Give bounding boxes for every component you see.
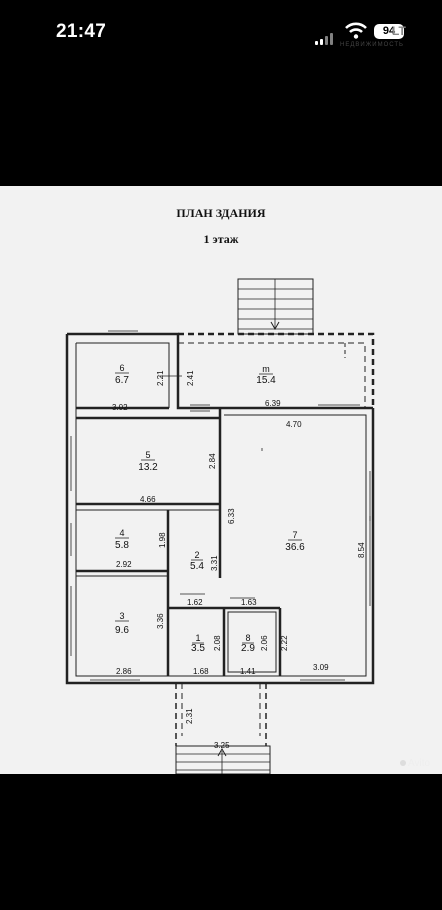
plan-floor-label: 1 этаж (203, 232, 239, 246)
room-area-1: 3.5 (191, 643, 205, 654)
dim-label: 1.62 (187, 598, 203, 607)
room-area-4: 5.8 (115, 540, 129, 551)
dim-label: 2.21 (156, 370, 165, 386)
room-area-5: 13.2 (138, 462, 158, 473)
dim-label: 2.41 (186, 370, 195, 386)
dim-label: 2.06 (260, 635, 269, 651)
wifi-icon (345, 22, 367, 39)
room-area-3: 9.6 (115, 625, 129, 636)
status-bar: 21:47 94 LT НЕДВИЖИМОСТЬ (0, 0, 442, 60)
room-number-1: 1 (195, 633, 200, 643)
dim-label: 3.25 (214, 741, 230, 750)
room-area-6: 6.7 (115, 375, 129, 386)
dim-label: 1.63 (241, 598, 257, 607)
room-number-3: 3 (119, 611, 124, 621)
clock: 21:47 (56, 21, 107, 42)
plan-title: ПЛАН ЗДАНИЯ (176, 206, 266, 220)
dim-label: 4.66 (140, 495, 156, 504)
room-number-6: 6 (119, 363, 124, 373)
dim-label: 2.84 (208, 453, 217, 469)
room-number-7: 7 (292, 530, 297, 540)
avito-logo-icon (400, 760, 406, 766)
dim-label: 2.08 (213, 635, 222, 651)
room-number-5: 5 (145, 450, 150, 460)
room-area-8: 2.9 (241, 643, 255, 654)
dim-label: 2.92 (116, 560, 132, 569)
dim-label: 3.31 (210, 555, 219, 571)
room-number-terrace: m (262, 364, 270, 374)
room-area-7: 36.6 (285, 542, 305, 553)
room-number-2: 2 (194, 550, 199, 560)
cellular-signal-icon (315, 27, 335, 45)
room-area-2: 5.4 (190, 561, 204, 572)
dim-label: 1.68 (193, 667, 209, 676)
watermark-subtext: НЕДВИЖИМОСТЬ (340, 42, 404, 48)
dim-label: 6.33 (227, 508, 236, 524)
top-stairs (237, 278, 314, 335)
dim-label: 8.54 (357, 542, 366, 558)
dim-label: 2.22 (280, 635, 289, 651)
watermark-logo: LT (392, 24, 406, 38)
dim-label: 2.86 (116, 667, 132, 676)
dim-label: 1.98 (158, 532, 167, 548)
dim-label: 2.31 (185, 708, 194, 724)
avito-watermark: Avito (400, 758, 430, 769)
dim-label: 4.70 (286, 420, 302, 429)
dim-label: 3.02 (112, 403, 128, 412)
battery-indicator: 94 (374, 24, 404, 39)
room-number-8: 8 (245, 633, 250, 643)
dim-label: 3.36 (156, 613, 165, 629)
room-number-4: 4 (119, 528, 124, 538)
floor-plan-image: ПЛАН ЗДАНИЯ 1 этаж (0, 186, 442, 774)
dim-label: 3.09 (313, 663, 329, 672)
room-area-terrace: 15.4 (256, 375, 276, 386)
dim-label: 1.41 (240, 667, 256, 676)
dim-label: 6.39 (265, 399, 281, 408)
floor-plan-drawing: 6 6.7 m 15.4 5 13.2 7 36.6 4 5.8 2 5.4 3… (65, 278, 375, 774)
